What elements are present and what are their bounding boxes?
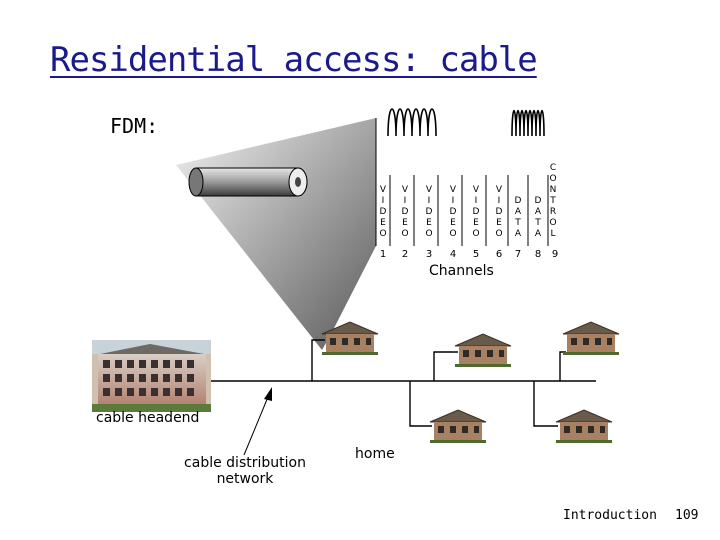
channel-number: 7 [514, 249, 522, 260]
channel-number: 8 [534, 249, 542, 260]
low-frequency-wave [387, 108, 437, 137]
home-label: home [355, 446, 395, 462]
channel-number: 1 [379, 249, 387, 260]
footer-section: Introduction [563, 508, 657, 523]
channels-axis-label: Channels [429, 263, 494, 279]
headend-building-image [92, 340, 211, 412]
house-icon [562, 321, 620, 355]
channel-number: 4 [449, 249, 457, 260]
channel-number: 9 [551, 249, 559, 260]
coax-cable-icon [188, 167, 308, 197]
headend-label: cable headend [96, 410, 200, 426]
channel-number: 5 [472, 249, 480, 260]
slide-title: Residential access: cable [50, 40, 538, 80]
channel-number: 2 [401, 249, 409, 260]
distribution-network-label: cable distribution network [184, 455, 306, 487]
channel-number: 6 [495, 249, 503, 260]
high-frequency-wave [511, 110, 545, 137]
house-icon [454, 333, 512, 367]
house-icon [429, 409, 487, 443]
house-icon [321, 321, 379, 355]
magnifier-beam [176, 118, 376, 350]
house-icon [555, 409, 613, 443]
fdm-label: FDM: [110, 114, 159, 138]
page-number: 109 [675, 508, 699, 523]
distribution-cables [210, 339, 596, 427]
distribution-arrow [243, 387, 272, 456]
channel-separators [389, 175, 549, 246]
channel-number: 3 [425, 249, 433, 260]
